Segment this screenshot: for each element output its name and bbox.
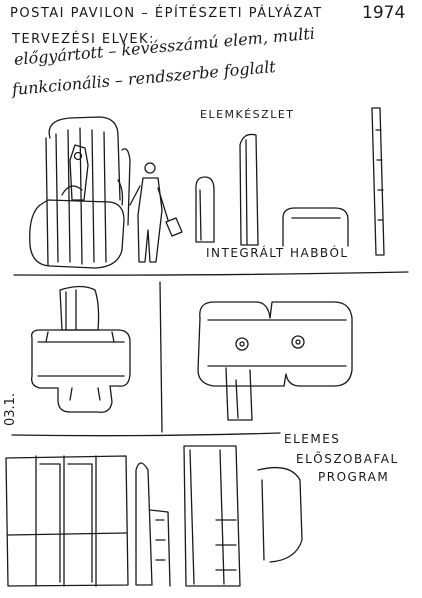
frame-line-vertical [159,281,163,433]
plan-right [197,301,353,421]
entry-wall-sketch [5,445,303,587]
sheet-subtitle: TERVEZÉSI ELVEK: [12,32,155,47]
panel3-line-3: PROGRAM [318,470,390,484]
standing-figure [129,162,183,263]
panel3-line-2: ELŐSZOBAFAL [296,452,399,466]
frame-line-panel1 [13,271,409,276]
panel1-label: ELEMKÉSZLET [200,108,295,121]
sheet-title: POSTAI PAVILON – ÉPÍTÉSZETI PÁLYÁZAT [10,6,323,21]
plan-left [31,285,131,413]
panel1-caption: INTEGRÁLT HABBÓL [206,246,349,260]
element-pieces [195,107,385,256]
kiosk-sketch [29,116,131,269]
panel3-line-1: ELEMES [284,432,341,446]
sheet-year: 1974 [362,3,406,23]
frame-line-panel2 [11,432,281,437]
